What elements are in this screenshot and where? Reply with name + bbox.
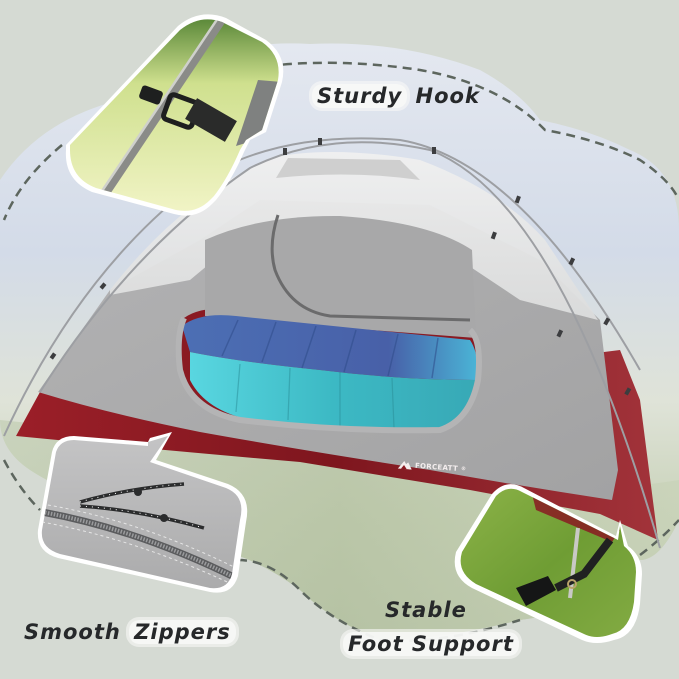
label-foot-support: Foot Support [343,632,519,656]
label-highlight: Zippers [129,620,236,644]
label-stable: Stable [385,598,467,622]
tent-rear-door-outline [270,214,471,322]
mountain-logo-icon [397,461,412,470]
label-text: Smooth [24,620,121,644]
label-text: Stable [385,598,467,622]
label-highlight: Sturdy [312,84,408,108]
tent-door-frame [175,316,482,434]
sleeping-bag-teal-quilting [235,363,395,429]
label-highlight: Foot Support [343,632,519,656]
brand-registered-mark: ® [460,465,467,472]
label-smooth-zippers: Smooth Zippers [24,620,236,644]
sleeping-bag-teal [190,352,476,429]
sleeping-bag-quilting [221,319,439,379]
label-text: Hook [415,84,480,108]
brand-logo: FORCEATT ® [397,460,467,474]
tent-mesh-top [110,151,598,320]
tent-poles [3,137,661,549]
callout-foot-support-image [454,484,642,643]
label-sturdy-hook: Sturdy Hook [312,84,480,108]
sleeping-bag-blue [182,315,478,380]
tent-roof-patch [276,158,420,180]
